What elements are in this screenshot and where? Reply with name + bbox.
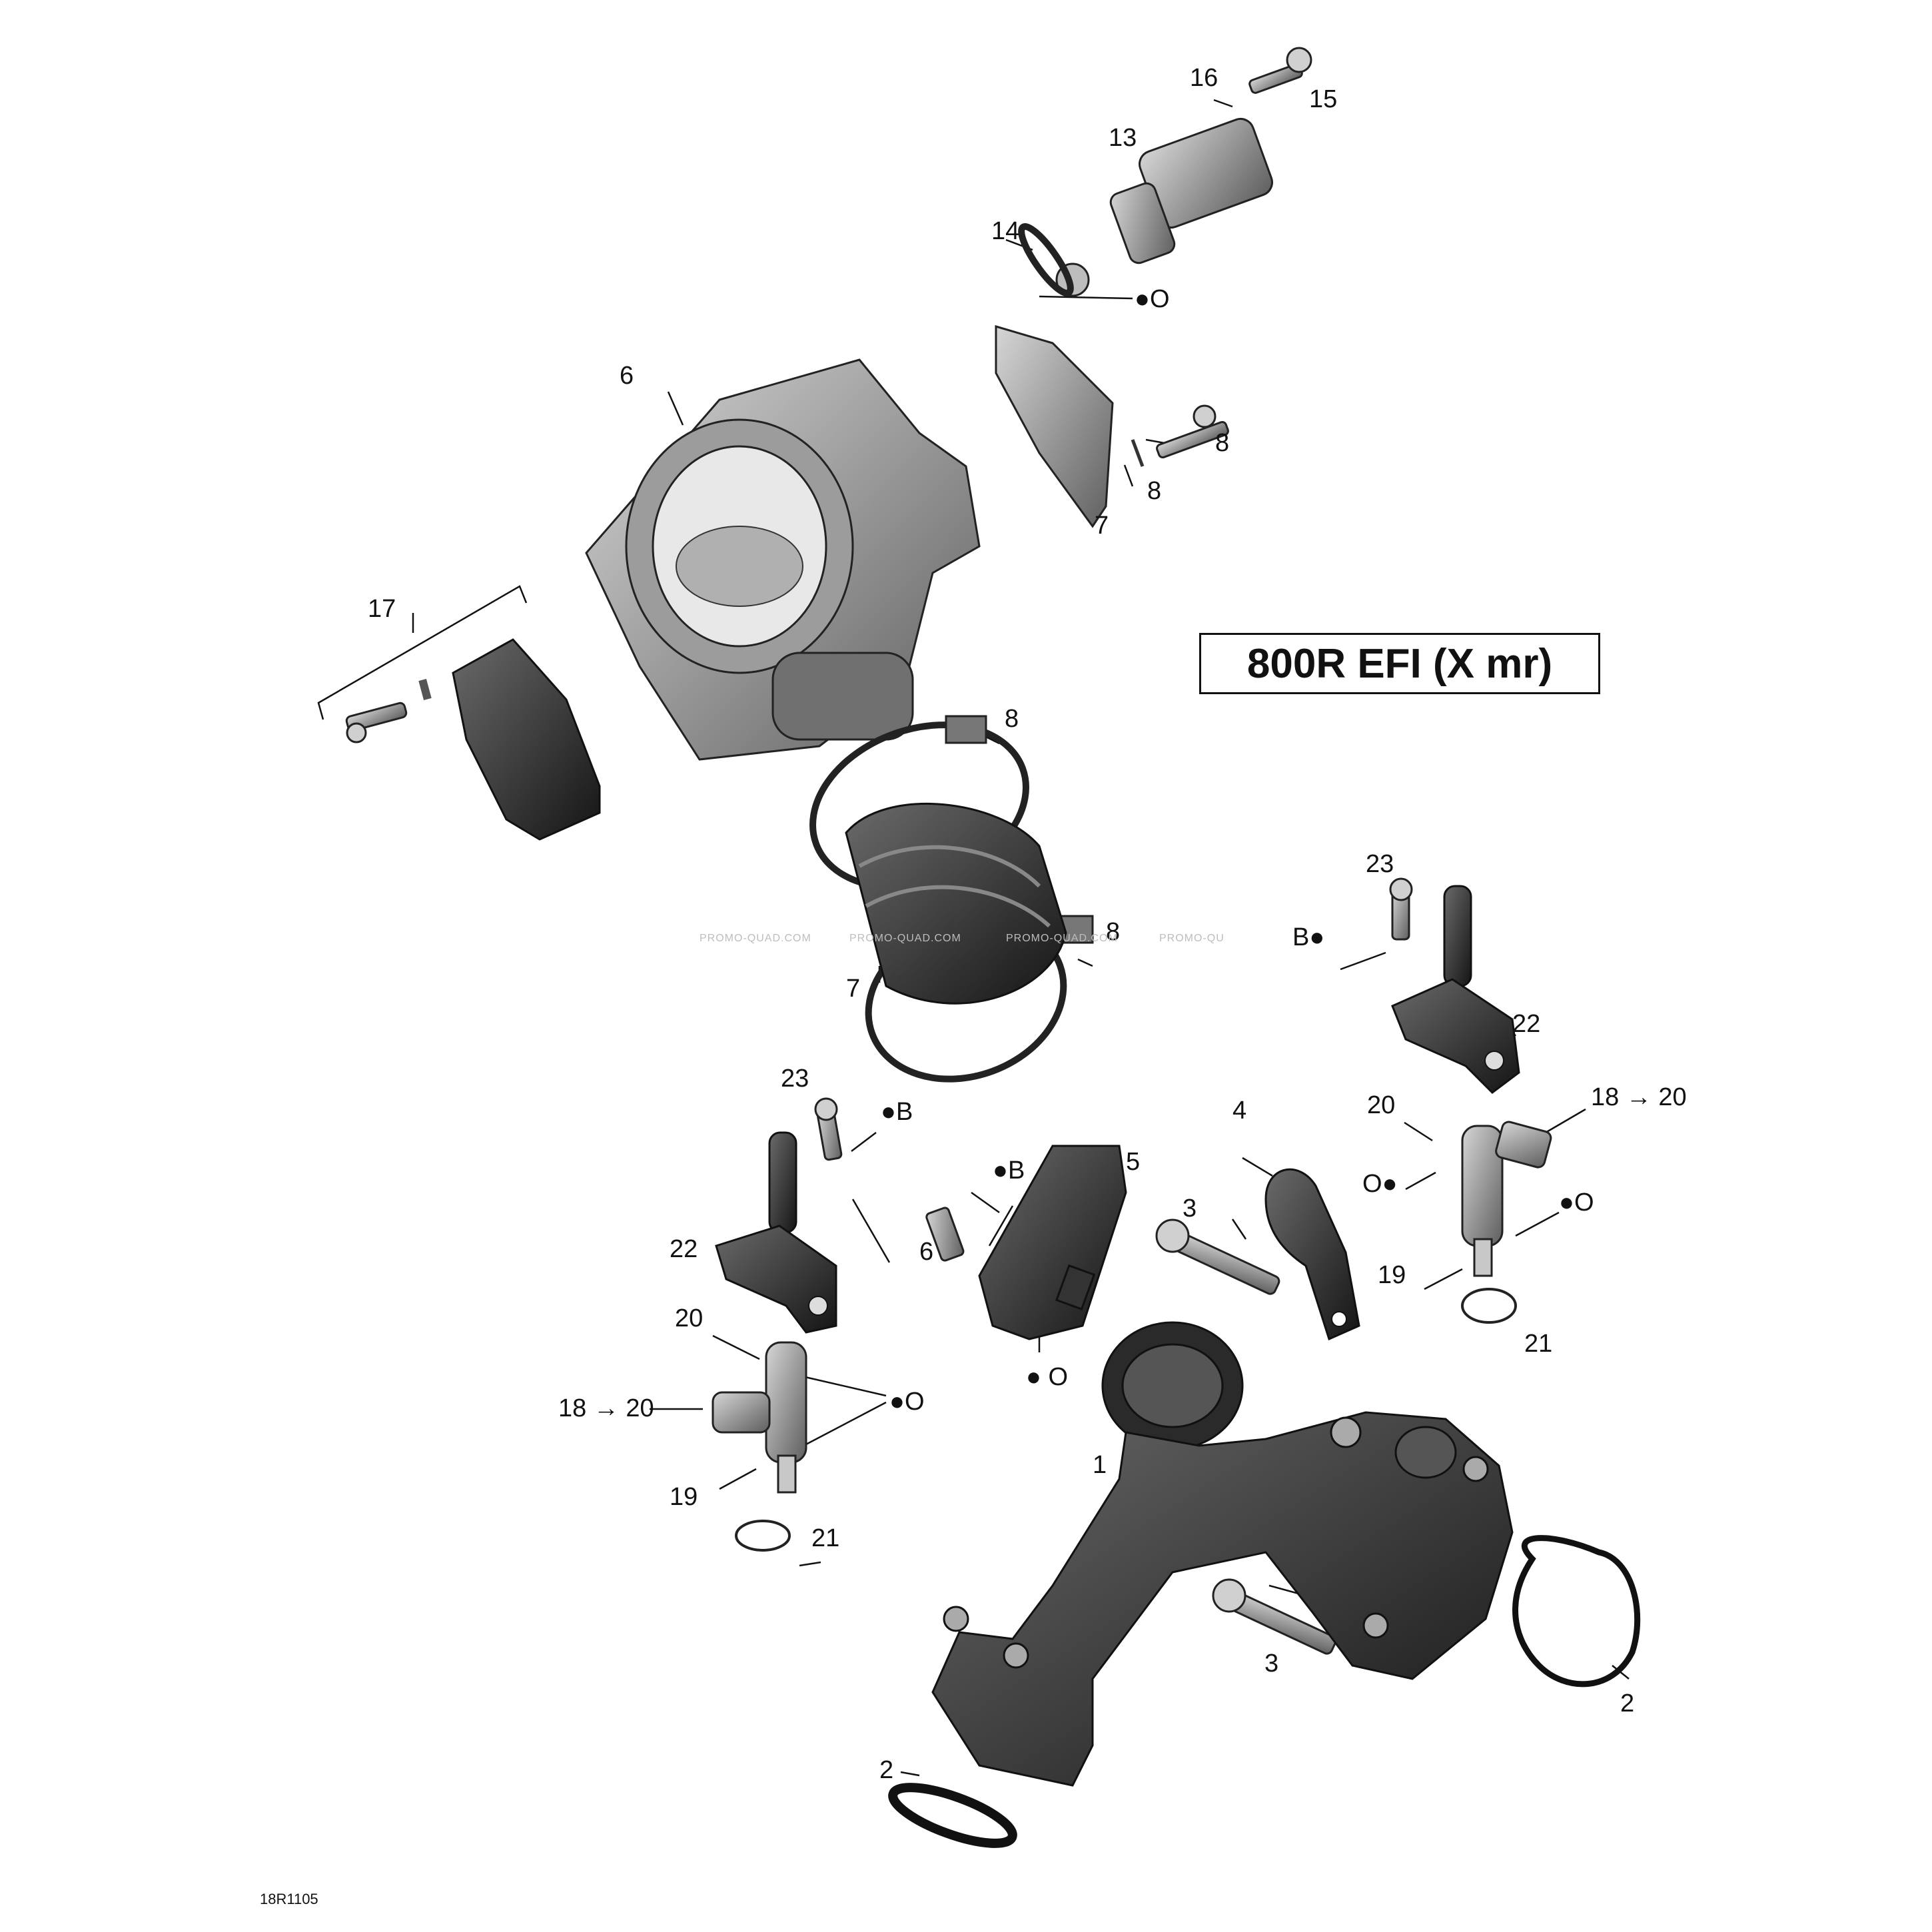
grease-letter: B bbox=[895, 1098, 913, 1126]
callout-5: 5 bbox=[1126, 1148, 1141, 1176]
callout-2-right: 2 bbox=[1620, 1690, 1635, 1717]
watermark-partial: PROMO-QU bbox=[1159, 933, 1224, 944]
callout-20-right: 20 bbox=[1367, 1091, 1396, 1119]
bracket-4 bbox=[1264, 1168, 1360, 1341]
intake-manifold bbox=[931, 1321, 1514, 1787]
callout-19-right: 19 bbox=[1378, 1261, 1406, 1289]
callout-3-bottom: 3 bbox=[1264, 1650, 1279, 1678]
oil-symbol-injector-right-lower: ●O bbox=[1559, 1190, 1594, 1215]
callout-16: 16 bbox=[1190, 64, 1218, 92]
fuel-injector-left bbox=[712, 1341, 807, 1552]
drop-icon: ● bbox=[993, 1157, 1008, 1185]
watermark: PROMO-QUAD.COM bbox=[849, 933, 961, 944]
oil-letter: O bbox=[1048, 1363, 1069, 1391]
fuel-injector-right bbox=[1461, 1121, 1552, 1324]
grease-letter: B bbox=[1007, 1157, 1025, 1185]
callout-22-left: 22 bbox=[670, 1235, 698, 1263]
callout-12: 8 bbox=[1147, 477, 1162, 505]
callout-23-left: 23 bbox=[781, 1065, 809, 1093]
oil-letter: O bbox=[1362, 1170, 1382, 1198]
callout-9-17: 6 bbox=[620, 362, 634, 390]
o-ring-14 bbox=[1018, 223, 1074, 296]
throttle-body bbox=[585, 358, 981, 761]
callout-15: 15 bbox=[1309, 85, 1338, 113]
idle-air-control-valve bbox=[1055, 47, 1312, 297]
drop-icon: ● bbox=[889, 1388, 905, 1416]
oil-letter: O bbox=[1149, 285, 1170, 313]
watermark: PROMO-QUAD.COM bbox=[700, 933, 811, 944]
oil-symbol-injector-left: ●O bbox=[889, 1389, 925, 1414]
callout-13: 13 bbox=[1109, 124, 1137, 152]
drop-icon: ● bbox=[1559, 1189, 1574, 1216]
drop-icon: ● bbox=[1135, 285, 1150, 313]
callout-21-left: 21 bbox=[811, 1524, 840, 1552]
callout-7: 7 bbox=[846, 975, 861, 1003]
oil-letter: O bbox=[904, 1388, 925, 1416]
callout-19-left: 19 bbox=[670, 1483, 698, 1511]
callout-2-bottom: 2 bbox=[879, 1756, 894, 1784]
callout-3-top: 3 bbox=[1183, 1195, 1197, 1222]
callout-21-right: 21 bbox=[1524, 1330, 1553, 1358]
oil-symbol-injector-right-upper: O● bbox=[1362, 1171, 1398, 1197]
watermark: PROMO-QUAD.COM bbox=[1006, 933, 1118, 944]
grease-symbol-right: B● bbox=[1292, 925, 1324, 950]
intake-coupling bbox=[845, 802, 1067, 1005]
callout-22-right: 22 bbox=[1512, 1010, 1541, 1038]
callout-18-20-left: 18 → 20 bbox=[558, 1394, 654, 1422]
callout-18-20-right: 18 → 20 bbox=[1591, 1083, 1687, 1111]
callout-6: 6 bbox=[919, 1238, 934, 1266]
manifold-absolute-pressure-sensor bbox=[925, 1145, 1127, 1340]
drop-icon: ● bbox=[1382, 1170, 1398, 1198]
grease-letter: B bbox=[1292, 923, 1310, 951]
callout-17: 17 bbox=[368, 595, 396, 623]
oil-symbol-map: ● O bbox=[1026, 1364, 1068, 1390]
screws-3 bbox=[1155, 1218, 1337, 1655]
callout-14: 14 bbox=[991, 217, 1020, 245]
drop-icon: ● bbox=[881, 1098, 896, 1126]
drop-icon: ● bbox=[1309, 923, 1325, 951]
figure-reference: 18R1105 bbox=[260, 1891, 318, 1907]
callout-8-top: 8 bbox=[1005, 705, 1019, 733]
callout-4: 4 bbox=[1232, 1097, 1247, 1125]
adapter-plate-10 bbox=[995, 324, 1114, 528]
grease-symbol-map: ●B bbox=[993, 1158, 1025, 1183]
callout-11: 8 bbox=[1215, 429, 1230, 457]
oil-symbol-14: ●O bbox=[1135, 286, 1170, 312]
callout-20-left: 20 bbox=[675, 1304, 704, 1332]
fuel-rail-connector-right bbox=[1389, 877, 1520, 1094]
gaskets-2 bbox=[888, 1535, 1641, 1848]
oil-letter: O bbox=[1574, 1189, 1594, 1216]
model-title: 800R EFI (X mr) bbox=[1199, 633, 1600, 694]
callout-23-right: 23 bbox=[1366, 850, 1394, 878]
throttle-position-sensor bbox=[345, 638, 601, 841]
callout-8-bottom: 8 bbox=[1106, 918, 1121, 946]
grease-symbol-left: ●B bbox=[881, 1099, 913, 1125]
callout-10: 7 bbox=[1095, 512, 1109, 540]
fuel-rail-connector-left bbox=[715, 1097, 843, 1334]
drop-icon: ● bbox=[1026, 1363, 1041, 1391]
callout-1: 1 bbox=[1093, 1451, 1107, 1479]
